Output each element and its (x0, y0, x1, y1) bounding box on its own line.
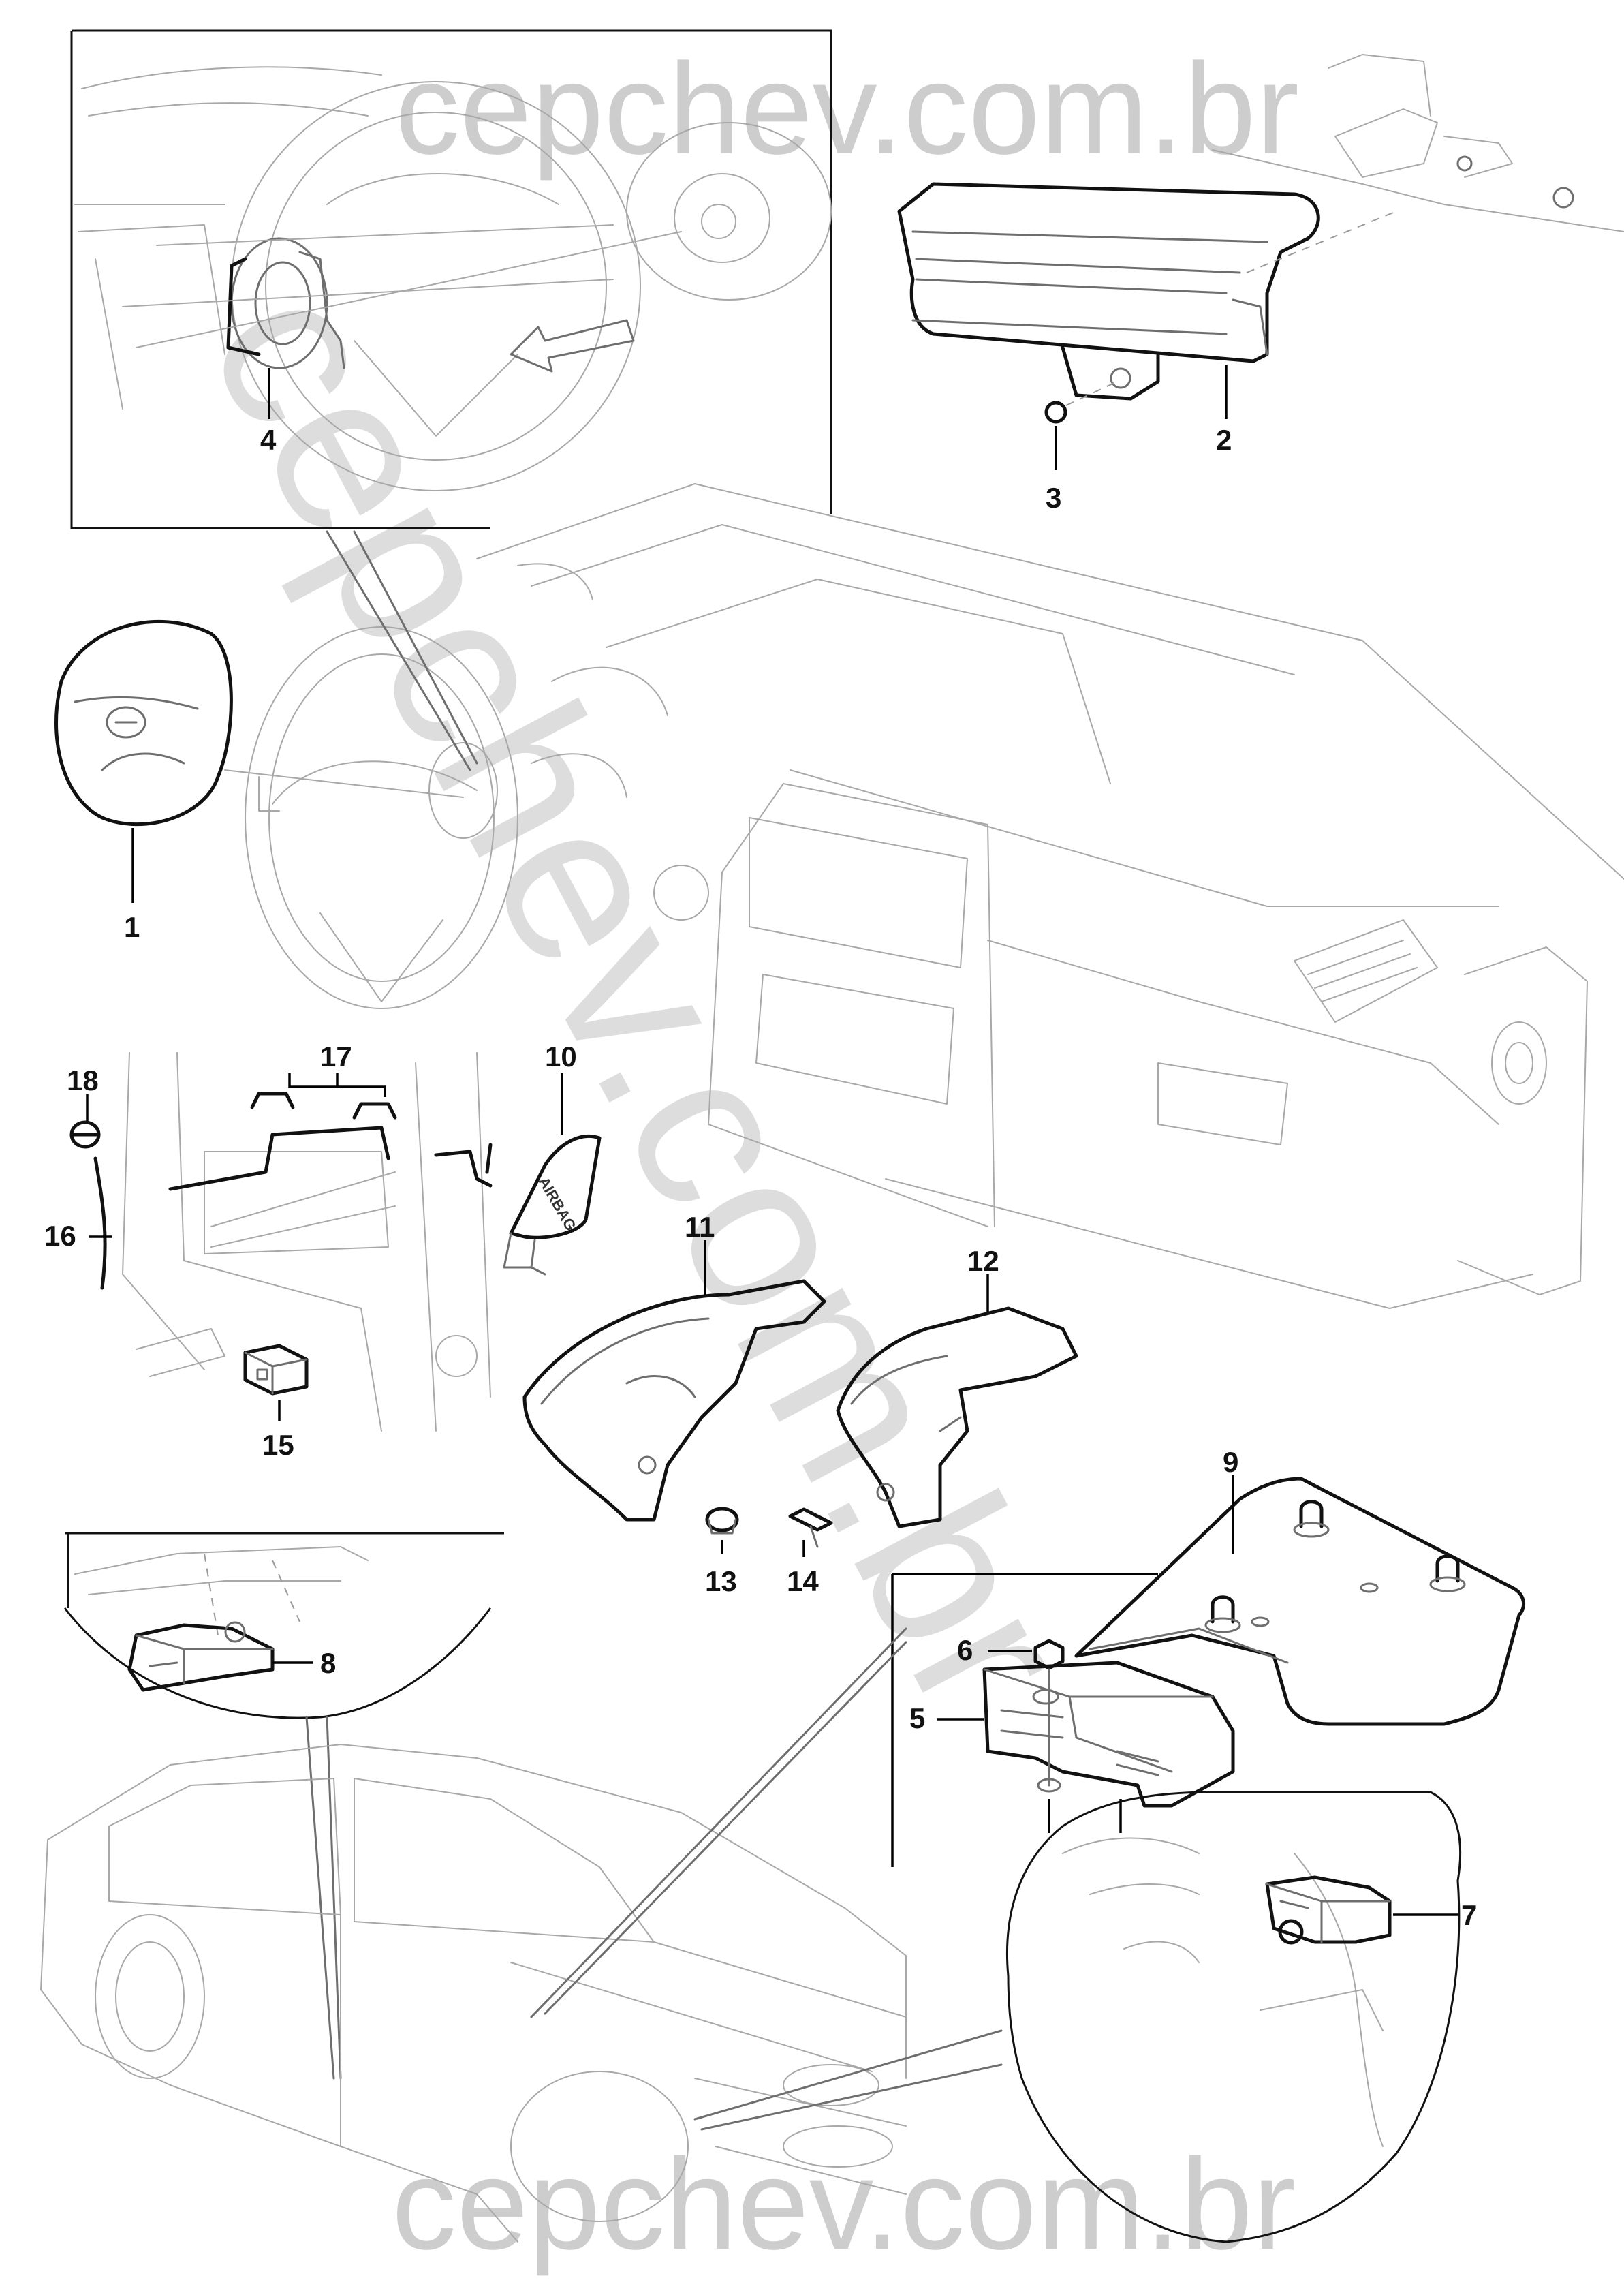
part-label-4: 4 (260, 424, 277, 456)
inset-steering-wheel (70, 29, 832, 529)
part-label-13: 13 (705, 1565, 737, 1597)
part-6-nut (1033, 1639, 1065, 1793)
part-label-11: 11 (685, 1211, 715, 1243)
part-15-clip (243, 1344, 309, 1396)
part-label-18: 18 (67, 1064, 99, 1096)
part-13-nut (705, 1507, 739, 1535)
vehicle-outline (40, 1744, 907, 2243)
side-curtain-airbag (69, 1052, 493, 1432)
part-2-passenger-airbag (897, 54, 1624, 401)
part-label-12: 12 (967, 1245, 999, 1277)
part-label-10: 10 (545, 1041, 577, 1073)
watermark-top: cepchev.com.br (395, 37, 1299, 181)
part-label-2: 2 (1216, 424, 1232, 456)
part-12-bracket (836, 1306, 1078, 1528)
part-label-15: 15 (262, 1429, 294, 1461)
part-9-cover (1074, 1477, 1526, 1726)
watermark-diagonal: cepchev.com.br (161, 245, 1121, 1751)
part-label-17: 17 (320, 1041, 352, 1073)
magnifier-sensor-8 (63, 1532, 504, 1719)
part-label-7: 7 (1461, 1899, 1477, 1931)
part-label-16: 16 (44, 1220, 76, 1252)
part-label-6: 6 (957, 1634, 973, 1666)
part-label-1: 1 (124, 911, 140, 943)
part-11-bracket (522, 1279, 826, 1522)
part-14-screw (788, 1507, 833, 1548)
part-label-9: 9 (1223, 1446, 1238, 1478)
airbag-badge: AIRBAG (535, 1174, 580, 1234)
part-label-5: 5 (909, 1702, 925, 1734)
part-3-bolt (1044, 381, 1118, 424)
part-label-14: 14 (787, 1565, 819, 1597)
magnifier-sensor-7 (1006, 1791, 1462, 2243)
part-5-control-module (982, 1661, 1235, 1808)
part-label-3: 3 (1046, 482, 1061, 514)
part-1-driver-airbag (54, 619, 464, 827)
watermark-bottom: cepchev.com.br (392, 2132, 1296, 2277)
part-label-8: 8 (320, 1647, 336, 1679)
dashboard (245, 483, 1624, 1309)
